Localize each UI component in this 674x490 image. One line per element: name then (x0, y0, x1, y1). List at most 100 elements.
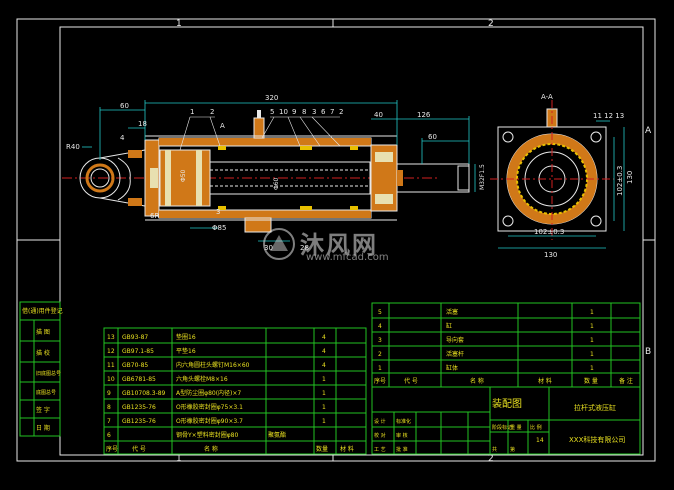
front-rotated-dims: Φ50 Φ60 M32F1.5 (180, 164, 486, 190)
callout-10: 10 (279, 108, 288, 116)
parts-left-row-name: O形橡胶密封圈φ90×3.7 (176, 417, 243, 425)
zone-top-1: 1 (176, 19, 182, 29)
parts-left-row-qty: 1 (322, 390, 326, 397)
dim-m32: M32F1.5 (479, 164, 486, 190)
parts-left-row-no: 12 (107, 348, 115, 355)
dim-e: 6R (150, 212, 159, 220)
parts-left-row-code: GB70-85 (122, 362, 148, 369)
tb-cell-check: 校 对 (374, 432, 386, 439)
tb-stage: 阶段标记 (492, 424, 512, 431)
parts-left-row-qty: 1 (322, 376, 326, 383)
parts-right-row-no: 5 (378, 309, 382, 316)
small-dim-3: 3 (216, 208, 220, 216)
parts-left-row-no: 8 (107, 404, 111, 411)
parts-left-row-qty: 4 (322, 348, 326, 355)
tb-scale: 比 例 (530, 424, 542, 431)
barrel-wall-top (159, 138, 371, 146)
tb-cell-design: 设 计 (374, 418, 386, 425)
tb-cell-approve: 批 准 (396, 446, 408, 453)
callout-5: 5 (270, 108, 274, 116)
barrel-wall-bottom (159, 210, 371, 218)
parts-right-hdr-note: 备 注 (619, 377, 633, 385)
parts-right-row-qty: 1 (590, 337, 594, 344)
section-dimension-text: A-A 11 12 13 102±0.3 130 102±0.3 130 (534, 93, 634, 259)
left-label-1: 描 图 (36, 328, 50, 336)
dim-40: 40 (374, 111, 383, 119)
front-dimensions (82, 100, 476, 242)
zone-bottom-1: 1 (176, 454, 182, 464)
parts-left-row-qty: 4 (322, 334, 326, 341)
zone-right-a: A (645, 126, 652, 136)
parts-right-hdr-qty: 数 量 (584, 377, 598, 385)
parts-right-row-qty: 1 (590, 309, 594, 316)
zone-bottom-2: 2 (488, 454, 494, 464)
watermark-brand: 沐风网 (300, 231, 378, 259)
parts-left-row-code: GB1235-76 (122, 404, 156, 411)
watermark-logo-icon (263, 228, 295, 260)
drawing-frame (16, 18, 656, 462)
tb-cell-review: 审 核 (396, 432, 408, 439)
parts-left-row-no: 13 (107, 334, 115, 341)
parts-right-row-no: 2 (378, 351, 382, 358)
parts-right-row-name: 导向套 (446, 336, 464, 344)
parts-left-hdr-material: 材 料 (340, 445, 354, 453)
parts-right-row-name: 缸 (446, 322, 452, 330)
parts-left-row-name: A型防尘圈φ80(内径)×7 (176, 389, 241, 397)
parts-left-row-code: GB10708.3-89 (122, 390, 166, 397)
section-callouts: 11 12 13 (593, 112, 624, 120)
section-dimensions (498, 120, 625, 249)
title-block: 设 计 标准化 校 对 审 核 工 艺 批 准 阶段标记 重 量 比 例 共 第… (371, 386, 641, 455)
dim-102-h: 102±0.3 (534, 228, 564, 236)
parts-right-hdr-name: 名 称 (470, 377, 484, 385)
parts-left-row-no: 6 (107, 432, 111, 439)
dim-130-h: 130 (544, 251, 557, 259)
dim-30: 30 (264, 244, 273, 252)
parts-left-row-name: 内六角圆柱头螺钉M16×60 (176, 361, 250, 369)
dim-r40: R40 (66, 143, 80, 151)
parts-left-row-name: 垫圈16 (176, 333, 196, 341)
parts-left-row-code: GB1235-76 (122, 418, 156, 425)
tb-count: 共 (492, 446, 497, 453)
parts-left-row-qty: 1 (322, 418, 326, 425)
left-label-2: 描 校 (36, 349, 50, 357)
dim-60-rod: 60 (428, 133, 437, 141)
callout-2: 2 (210, 108, 214, 116)
parts-left-row-name: O形橡胶密封圈φ75×3.1 (176, 403, 243, 411)
clevis-pin-hole (90, 168, 110, 188)
callout-3: 3 (312, 108, 316, 116)
parts-right-row-qty: 1 (590, 365, 594, 372)
parts-left-row-no: 9 (107, 390, 111, 397)
dim-102-v: 102±0.3 (616, 166, 624, 196)
front-dimension-text: 60 320 18 40 126 60 R40 Φ85 30 28 6R (66, 94, 437, 252)
port-fitting-bottom (244, 217, 272, 233)
dim-60-top: 60 (120, 102, 129, 110)
tb-company: XXX科技有限公司 (569, 435, 625, 444)
tb-weight: 重 量 (510, 424, 522, 431)
tb-cell-process: 工 艺 (374, 447, 386, 453)
parts-right-hdr-code: 代 号 (404, 377, 418, 385)
parts-right-row-name: 活塞杆 (446, 350, 464, 358)
parts-right-row-qty: 1 (590, 351, 594, 358)
parts-left-row-qty: 4 (322, 362, 326, 369)
seal-marks (218, 146, 358, 210)
callout-9: 9 (292, 108, 296, 116)
parts-right-row-qty: 1 (590, 323, 594, 330)
dim-phi85: Φ85 (212, 224, 226, 232)
zone-right-b: B (645, 347, 651, 357)
left-label-3: 旧底图总号 (36, 370, 61, 377)
callout-6: 6 (321, 108, 326, 116)
parts-right-row-name: 活塞 (446, 308, 458, 316)
dim-28: 28 (300, 244, 309, 252)
parts-left-hdr-qty: 数量 (316, 445, 328, 453)
parts-left-row-code: GB6781-85 (122, 376, 156, 383)
callout-8: 8 (302, 108, 306, 116)
parts-right-hdr-no: 序号 (374, 377, 386, 385)
parts-left-row-code: GB93-87 (122, 334, 148, 341)
parts-left-row-material: 聚氨酯 (268, 431, 286, 439)
zone-labels: 1 2 1 2 A B (176, 19, 652, 464)
port-fitting-top (253, 117, 265, 139)
